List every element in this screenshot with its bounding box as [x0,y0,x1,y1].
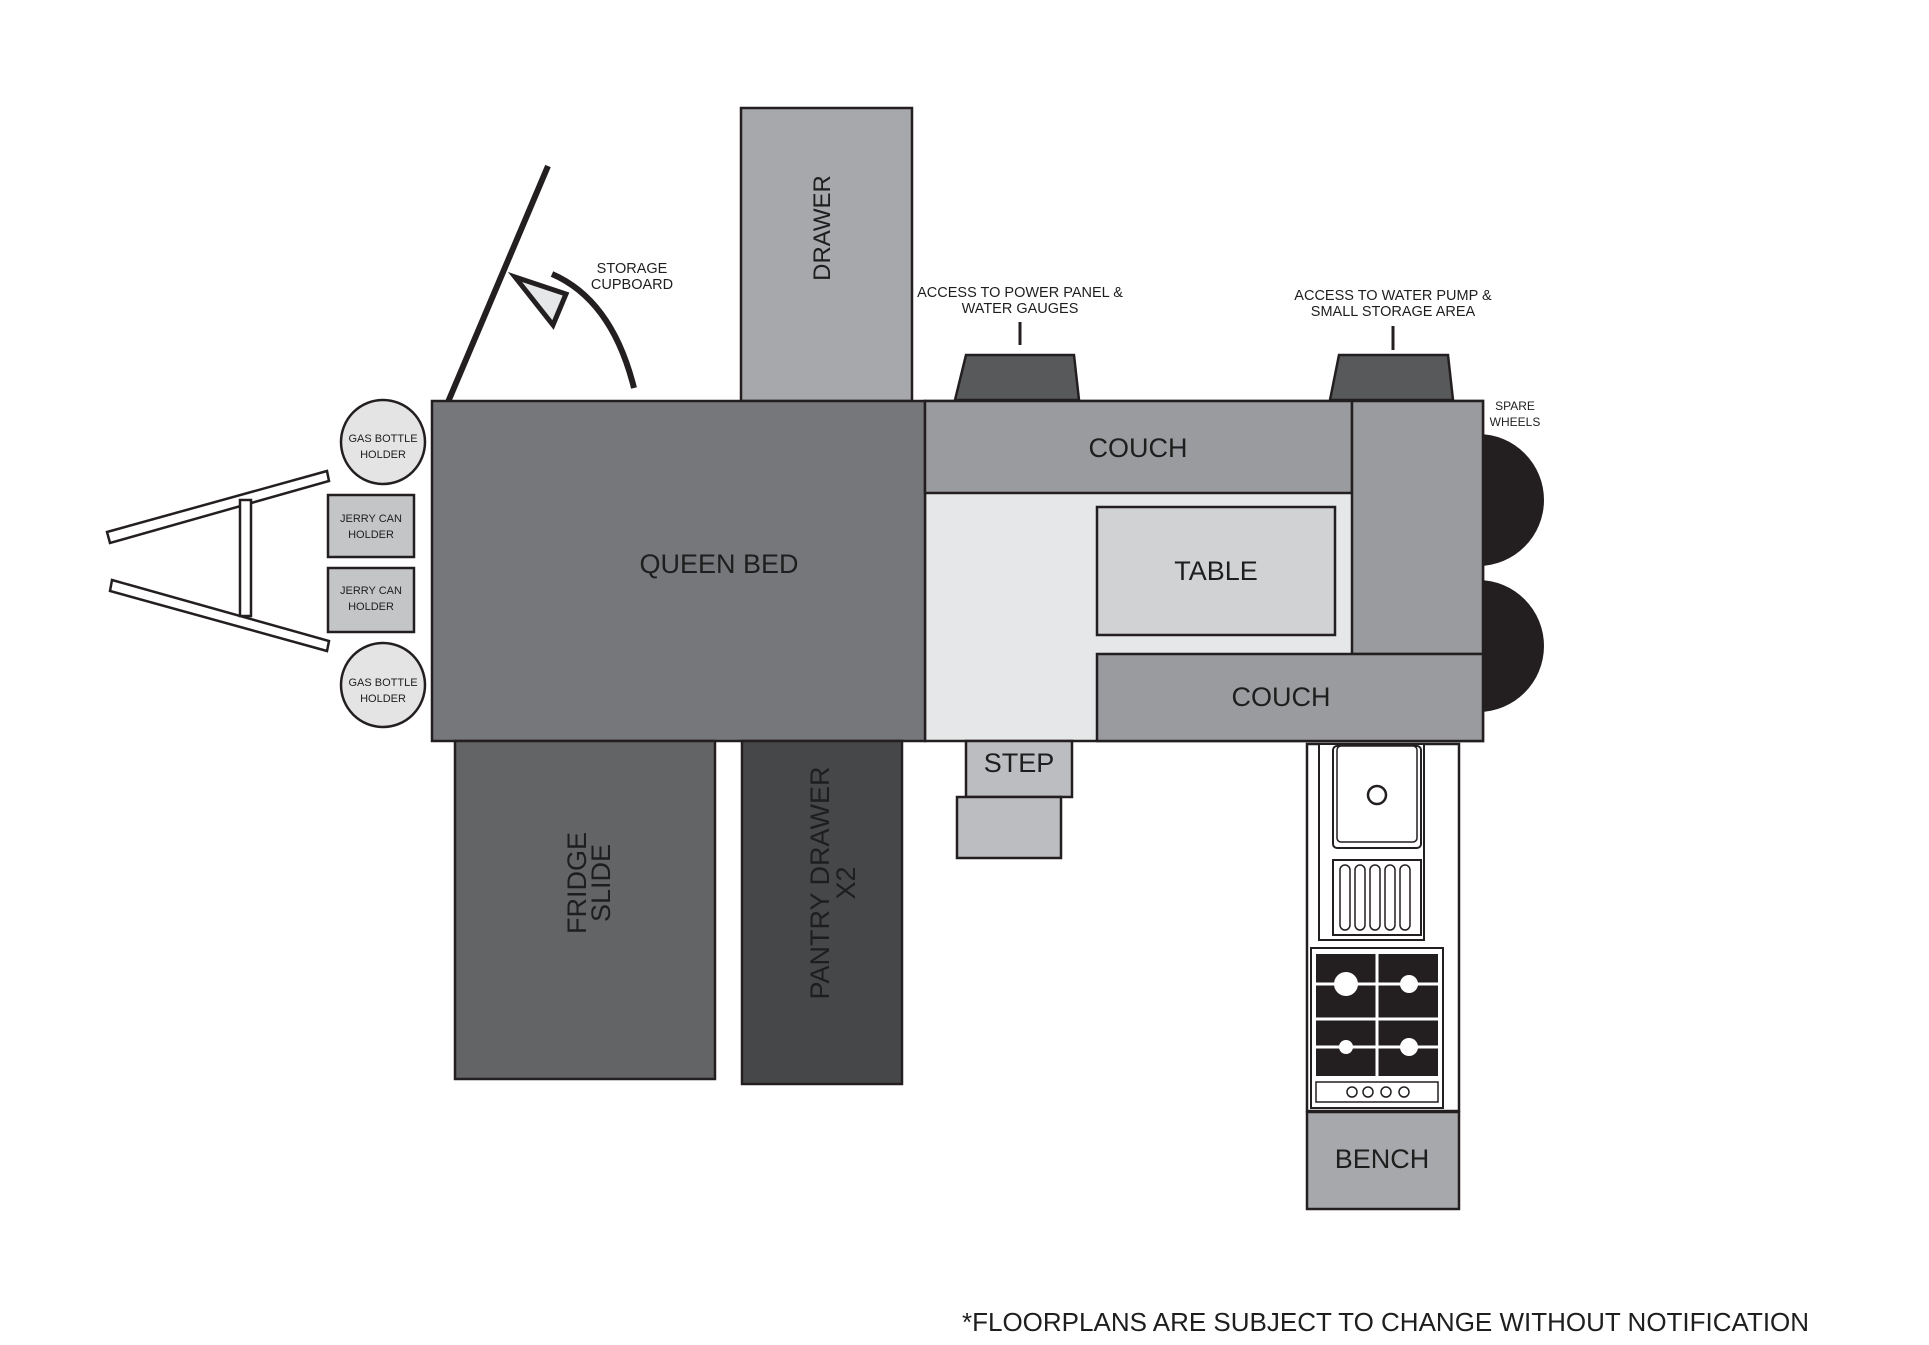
kitchen-slide-out [1305,742,1461,1113]
step-label: STEP [984,748,1055,778]
spare-wheel-top [1478,434,1544,566]
step-upper [964,739,1074,799]
gas-bottle-bottom-label-line2: HOLDER [360,693,406,705]
drawer [739,106,914,403]
burner-icon [1339,1040,1353,1054]
drawbar [105,469,331,653]
drawer-label: DRAWER [809,175,836,281]
fridge-slide-label-line2: SLIDE [586,844,616,922]
jerry-can-top-label-line1: JERRY CAN [340,513,402,525]
power-panel-hatch [953,353,1081,402]
water-pump-hatch [1328,353,1455,402]
burner-icon [1400,975,1418,993]
gas-bottle-bottom-label-line1: GAS BOTTLE [348,677,417,689]
jerry-can-bottom-label-line2: HOLDER [348,601,394,613]
pantry-drawer-label-line1: PANTRY DRAWER [805,766,835,999]
storage-cupboard-label-line2: CUPBOARD [591,277,673,293]
knob-icon [1398,1086,1410,1098]
pantry-drawer [740,739,904,1086]
table-label: TABLE [1174,556,1258,586]
power-panel-label-line2: WATER GAUGES [962,301,1079,317]
couch-bottom-label: COUCH [1232,682,1331,712]
queen-bed [430,399,927,743]
drain-icon [1366,784,1388,806]
couch-bottom [1095,652,1485,743]
storage-cupboard-label-line1: STORAGE [597,261,668,277]
knob-icon [1346,1086,1358,1098]
spare-wheel-bottom [1478,580,1544,712]
storage-cupboard-door [445,164,637,404]
gas-bottle-holder-bottom [339,641,427,729]
burner-icon [1400,1038,1418,1056]
gas-bottle-top-label-line2: HOLDER [360,449,406,461]
table [1095,505,1337,637]
fridge-slide-label-line1: FRIDGE [562,832,592,934]
spare-wheels-label-line1: SPARE [1495,399,1535,413]
spare-wheels-label-line2: WHEELS [1490,415,1541,429]
gas-bottle-holder-top [339,398,427,486]
bench [1305,1110,1461,1211]
knob-icon [1380,1086,1392,1098]
queen-bed-label: QUEEN BED [639,549,798,579]
burner-icon [1334,972,1358,996]
gas-bottle-top-label-line1: GAS BOTTLE [348,433,417,445]
water-pump-label-line1: ACCESS TO WATER PUMP & [1294,288,1492,304]
couch-top-label: COUCH [1089,433,1188,463]
jerry-can-bottom-label-line1: JERRY CAN [340,585,402,597]
couch-side [1350,399,1485,656]
door-swing-arrow-icon [507,271,570,330]
bench-label: BENCH [1335,1144,1430,1174]
disclaimer: *FLOORPLANS ARE SUBJECT TO CHANGE WITHOU… [962,1307,1809,1337]
pantry-drawer-label-line2: X2 [831,866,861,899]
jerry-can-holder-top [326,493,416,559]
water-pump-label-line2: SMALL STORAGE AREA [1311,304,1476,320]
couch-top [923,399,1354,495]
knob-icon [1362,1086,1374,1098]
jerry-can-top-label-line2: HOLDER [348,529,394,541]
step-lower [955,795,1063,860]
jerry-can-holder-bottom [326,566,416,634]
power-panel-label-line1: ACCESS TO POWER PANEL & [917,285,1123,301]
fridge-slide [453,739,717,1081]
